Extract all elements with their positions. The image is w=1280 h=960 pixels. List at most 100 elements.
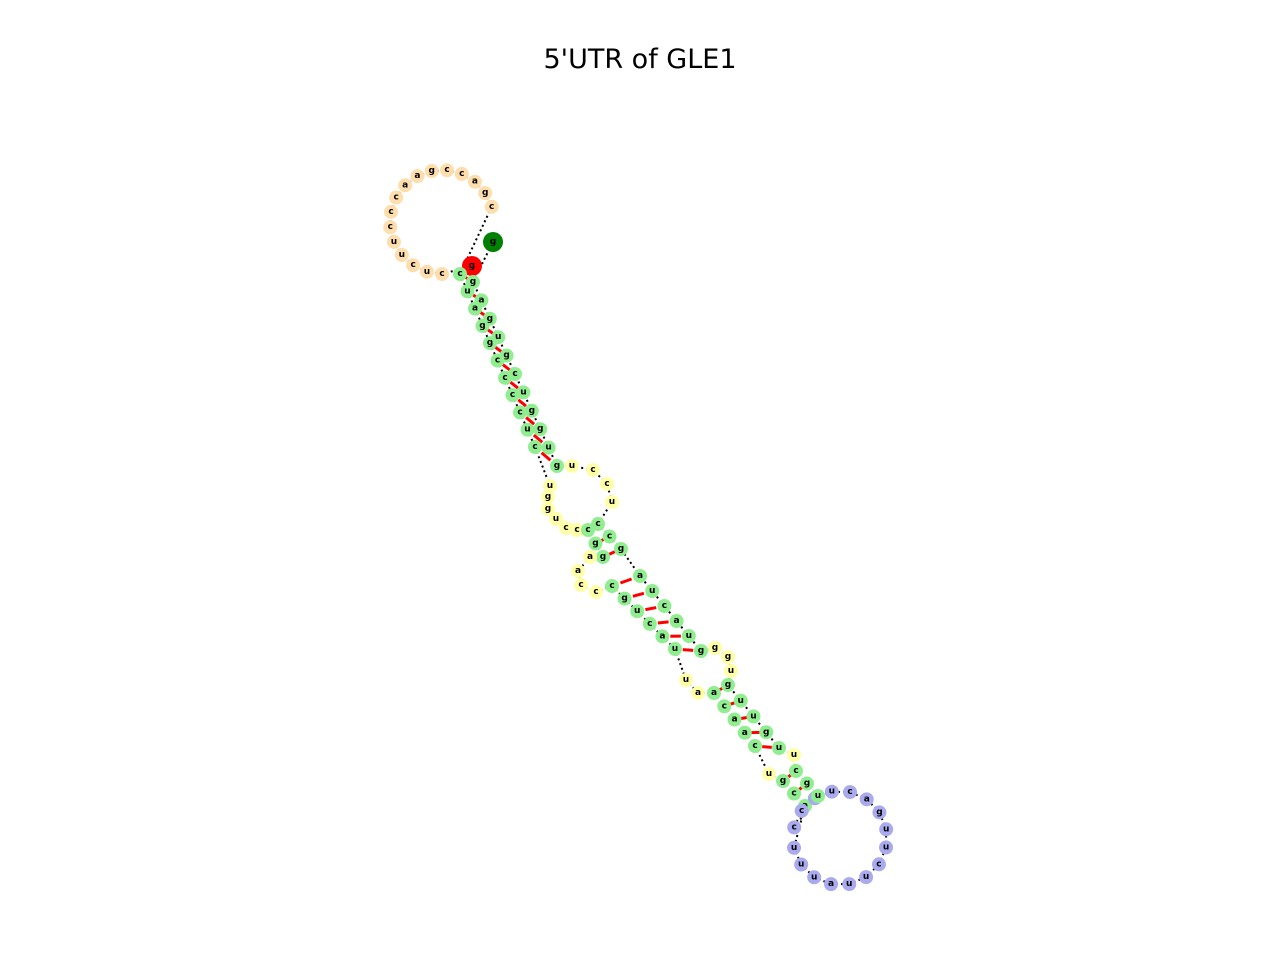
- nucleotide-label: u: [495, 332, 501, 342]
- stem-nucleotide: g: [550, 459, 564, 473]
- stem-nucleotide: c: [789, 764, 803, 778]
- stem-nucleotide: c: [605, 579, 619, 593]
- interior-loop-nucleotide: g: [541, 502, 555, 516]
- nucleotide-label: u: [829, 787, 835, 797]
- nucleotide-marker: [389, 190, 404, 205]
- hairpin-loop-nucleotide: u: [859, 870, 874, 885]
- nucleotide-label: c: [457, 269, 462, 279]
- nucleotide-marker: [789, 764, 803, 778]
- nucleotide-marker: [586, 463, 600, 477]
- nucleotide-marker: [657, 599, 672, 613]
- nucleotide-label: c: [512, 369, 517, 379]
- nucleotide-marker: [776, 774, 790, 788]
- nucleotide-label: c: [609, 581, 614, 591]
- base-pair-bond: [509, 381, 519, 390]
- nucleotide-marker: [591, 517, 605, 531]
- nucleotide-label: u: [798, 860, 804, 870]
- nucleotide-marker: [811, 789, 825, 803]
- nucleotide-marker: [633, 569, 647, 583]
- nucleotide-label: a: [711, 688, 717, 698]
- nucleotide-label: c: [563, 523, 568, 533]
- nucleotide-marker: [694, 644, 708, 658]
- nucleotide-label: g: [618, 544, 624, 554]
- stem-nucleotide: a: [633, 569, 647, 583]
- hairpin-loop-nucleotide: g: [872, 805, 887, 820]
- nucleotide-marker: [435, 267, 449, 281]
- nucleotide-label: u: [811, 872, 817, 882]
- nucleotide-label: g: [725, 652, 731, 662]
- hairpin-loop-nucleotide: u: [879, 822, 894, 837]
- stem-nucleotide: g: [694, 644, 708, 658]
- interior-loop-nucleotide: u: [605, 495, 619, 509]
- base-pair-bond: [645, 606, 657, 612]
- nucleotide-marker: [724, 664, 738, 678]
- stem-nucleotide: a: [737, 725, 752, 740]
- stem-nucleotide: g: [499, 348, 514, 363]
- nucleotide-label: c: [607, 532, 612, 542]
- nucleotide-label: u: [634, 606, 640, 616]
- nucleotide-marker: [520, 422, 535, 437]
- nucleotide-label: a: [695, 688, 701, 698]
- nucleotide-marker: [574, 578, 588, 592]
- stem-nucleotide: a: [707, 686, 721, 700]
- nucleotide-marker: [528, 440, 542, 454]
- base-pair-bond: [762, 745, 772, 749]
- base-pair-bond: [607, 550, 617, 556]
- nucleotide-marker: [787, 748, 801, 762]
- nucleotide-label: a: [402, 180, 408, 190]
- interior-loop-nucleotide: c: [600, 477, 614, 491]
- nucleotide-label: c: [510, 390, 515, 400]
- stem-nucleotide: g: [617, 591, 632, 606]
- nucleotide-label: c: [792, 822, 797, 832]
- nucleotide-label: u: [686, 631, 692, 641]
- stem-nucleotide: g: [596, 550, 610, 564]
- stem-nucleotide: c: [505, 388, 520, 403]
- nucleotide-marker: [737, 725, 752, 740]
- nucleotide-label: c: [876, 859, 881, 869]
- nucleotide-label: u: [391, 237, 397, 247]
- nucleotide-label: g: [429, 166, 435, 176]
- nucleotide-label: g: [725, 680, 731, 690]
- nucleotide-label: c: [793, 766, 798, 776]
- stem-nucleotide: g: [800, 776, 814, 791]
- nucleotide-marker: [859, 792, 874, 807]
- nucleotide-marker: [550, 459, 564, 473]
- hairpin-loop-nucleotide: a: [859, 792, 874, 807]
- nucleotide-marker: [600, 477, 614, 491]
- nucleotide-marker: [879, 840, 894, 855]
- nucleotide-label: u: [424, 267, 430, 277]
- exterior-loop-nucleotide: c: [440, 163, 455, 178]
- nucleotide-label: u: [815, 791, 821, 801]
- nucleotide-label: g: [698, 646, 704, 656]
- stem-nucleotide: g: [524, 403, 539, 418]
- nucleotide-label: a: [674, 616, 680, 626]
- stem-nucleotide: c: [657, 599, 672, 613]
- nucleotide-label: u: [683, 675, 689, 685]
- nucleotide-marker: [543, 479, 557, 493]
- nucleotide-marker: [721, 678, 735, 692]
- interior-loop-nucleotide: u: [762, 767, 776, 781]
- nucleotide-label: g: [554, 461, 560, 471]
- nucleotide-label: a: [864, 794, 870, 804]
- base-pair-bond: [486, 328, 495, 336]
- nucleotide-label: u: [464, 286, 470, 296]
- hairpin-loop-nucleotide: c: [794, 803, 809, 818]
- nucleotide-marker: [746, 709, 761, 724]
- nucleotide-marker: [872, 805, 887, 820]
- stem-nucleotide: g: [614, 542, 628, 556]
- nucleotide-label: u: [524, 425, 530, 435]
- base-pair-bond: [501, 363, 511, 372]
- nucleotide-marker: [605, 495, 619, 509]
- nucleotide-label: g: [876, 807, 882, 817]
- stem-nucleotide: u: [645, 584, 660, 598]
- nucleotide-marker: [516, 385, 531, 400]
- nucleotide-marker: [824, 877, 839, 892]
- bulge-nucleotide: c: [574, 578, 588, 592]
- nucleotide-marker: [533, 422, 548, 437]
- exterior-loop-nucleotide: c: [484, 199, 499, 214]
- nucleotide-marker: [617, 591, 632, 606]
- nucleotide-marker: [721, 650, 735, 664]
- hairpin-loop-nucleotide: u: [807, 870, 822, 885]
- stem-nucleotide: c: [508, 367, 522, 381]
